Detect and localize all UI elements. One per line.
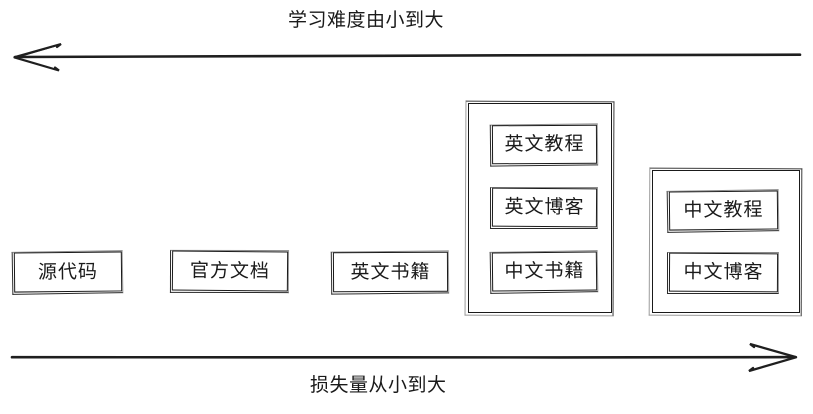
node-label: 英文教程 bbox=[504, 132, 585, 156]
node-source-code[interactable]: 源代码 bbox=[13, 251, 123, 293]
group-chinese-cluster: 中文教程 中文博客 bbox=[652, 170, 800, 313]
arrow-right-icon bbox=[10, 342, 798, 373]
arrow-left-icon bbox=[13, 42, 802, 72]
node-label: 源代码 bbox=[37, 260, 99, 283]
node-english-blog[interactable]: 英文博客 bbox=[491, 187, 598, 228]
node-label: 中文教程 bbox=[683, 198, 764, 222]
node-label: 中文博客 bbox=[683, 260, 764, 284]
node-chinese-books[interactable]: 中文书籍 bbox=[491, 251, 598, 292]
node-english-tutorial[interactable]: 英文教程 bbox=[491, 124, 598, 165]
node-chinese-tutorial[interactable]: 中文教程 bbox=[668, 190, 779, 231]
node-label: 官方文档 bbox=[189, 259, 271, 282]
group-english-cluster: 英文教程 英文博客 中文书籍 bbox=[468, 103, 612, 313]
top-axis-label: 学习难度由小到大 bbox=[288, 9, 445, 31]
node-label: 英文博客 bbox=[504, 195, 585, 219]
node-english-books[interactable]: 英文书籍 bbox=[332, 251, 449, 293]
node-label: 英文书籍 bbox=[350, 260, 431, 283]
node-label: 中文书籍 bbox=[504, 259, 585, 283]
bottom-axis-label: 损失量从小到大 bbox=[310, 374, 447, 396]
node-chinese-blog[interactable]: 中文博客 bbox=[668, 252, 779, 293]
node-official-docs[interactable]: 官方文档 bbox=[171, 250, 289, 292]
